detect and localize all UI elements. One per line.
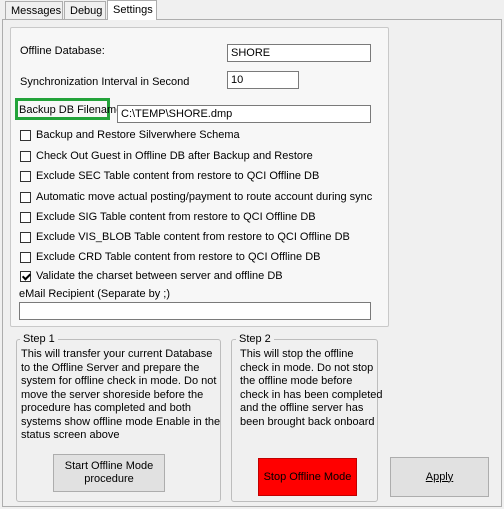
sync-interval-label: Synchronization Interval in Second [20,76,190,88]
step1-title: Step 1 [20,333,58,345]
apply-button[interactable]: Apply [390,457,489,497]
email-input[interactable] [19,302,371,320]
checkbox-label: Exclude SIG Table content from restore t… [36,211,316,223]
offline-db-label: Offline Database: [20,45,105,57]
tab-settings[interactable]: Settings [107,0,157,20]
checkbox-box[interactable] [20,191,31,203]
step2-group [231,339,378,502]
tab-messages[interactable]: Messages [5,1,63,19]
step1-group [16,339,221,502]
checkbox-box[interactable] [20,170,31,182]
backup-filename-input[interactable]: C:\TEMP\SHORE.dmp [117,105,371,123]
checkbox-exclude-sec[interactable]: Exclude SEC Table content from restore t… [20,169,319,183]
checkbox-backup-restore-schema[interactable]: Backup and Restore Silverwhere Schema [20,128,240,142]
checkbox-label: Validate the charset between server and … [36,270,283,282]
checkbox-label: Automatic move actual posting/payment to… [36,191,373,203]
apply-label: Apply [425,470,454,483]
checkbox-label: Check Out Guest in Offline DB after Back… [36,150,313,162]
stop-offline-mode-button[interactable]: Stop Offline Mode [258,458,357,496]
checkbox-validate-charset[interactable]: Validate the charset between server and … [20,269,283,283]
checkbox-label: Exclude SEC Table content from restore t… [36,170,320,182]
checkbox-box[interactable] [20,211,31,223]
backup-filename-label: Backup DB Filename [19,104,123,116]
step2-title: Step 2 [236,333,274,345]
sync-interval-input[interactable]: 10 [227,71,299,89]
checkbox-exclude-vis-blob[interactable]: Exclude VIS_BLOB Table content from rest… [20,230,350,244]
checkbox-label: Backup and Restore Silverwhere Schema [36,129,240,141]
checkbox-label: Exclude VIS_BLOB Table content from rest… [36,231,350,243]
offline-db-input[interactable]: SHORE [227,44,371,62]
checkbox-label: Exclude CRD Table content from restore t… [36,251,321,263]
start-offline-mode-button[interactable]: Start Offline Mode procedure [53,454,165,492]
checkbox-box[interactable] [20,231,31,243]
checkbox-exclude-crd[interactable]: Exclude CRD Table content from restore t… [20,250,321,264]
checkbox-box[interactable] [20,129,31,141]
email-label: eMail Recipient (Separate by ;) [19,288,171,300]
checkbox-check-out-guest[interactable]: Check Out Guest in Offline DB after Back… [20,149,313,163]
checkbox-box[interactable] [20,150,31,162]
settings-group [10,27,389,327]
step2-description: This will stop the offline check in mode… [240,348,383,428]
tab-debug[interactable]: Debug [64,1,106,19]
checkbox-auto-move-posting[interactable]: Automatic move actual posting/payment to… [20,190,372,204]
checkbox-box[interactable] [20,251,31,263]
step1-description: This will transfer your current Database… [21,348,221,441]
backup-filename-highlight [15,98,110,120]
checkbox-box[interactable] [20,270,31,282]
checkbox-exclude-sig[interactable]: Exclude SIG Table content from restore t… [20,210,316,224]
